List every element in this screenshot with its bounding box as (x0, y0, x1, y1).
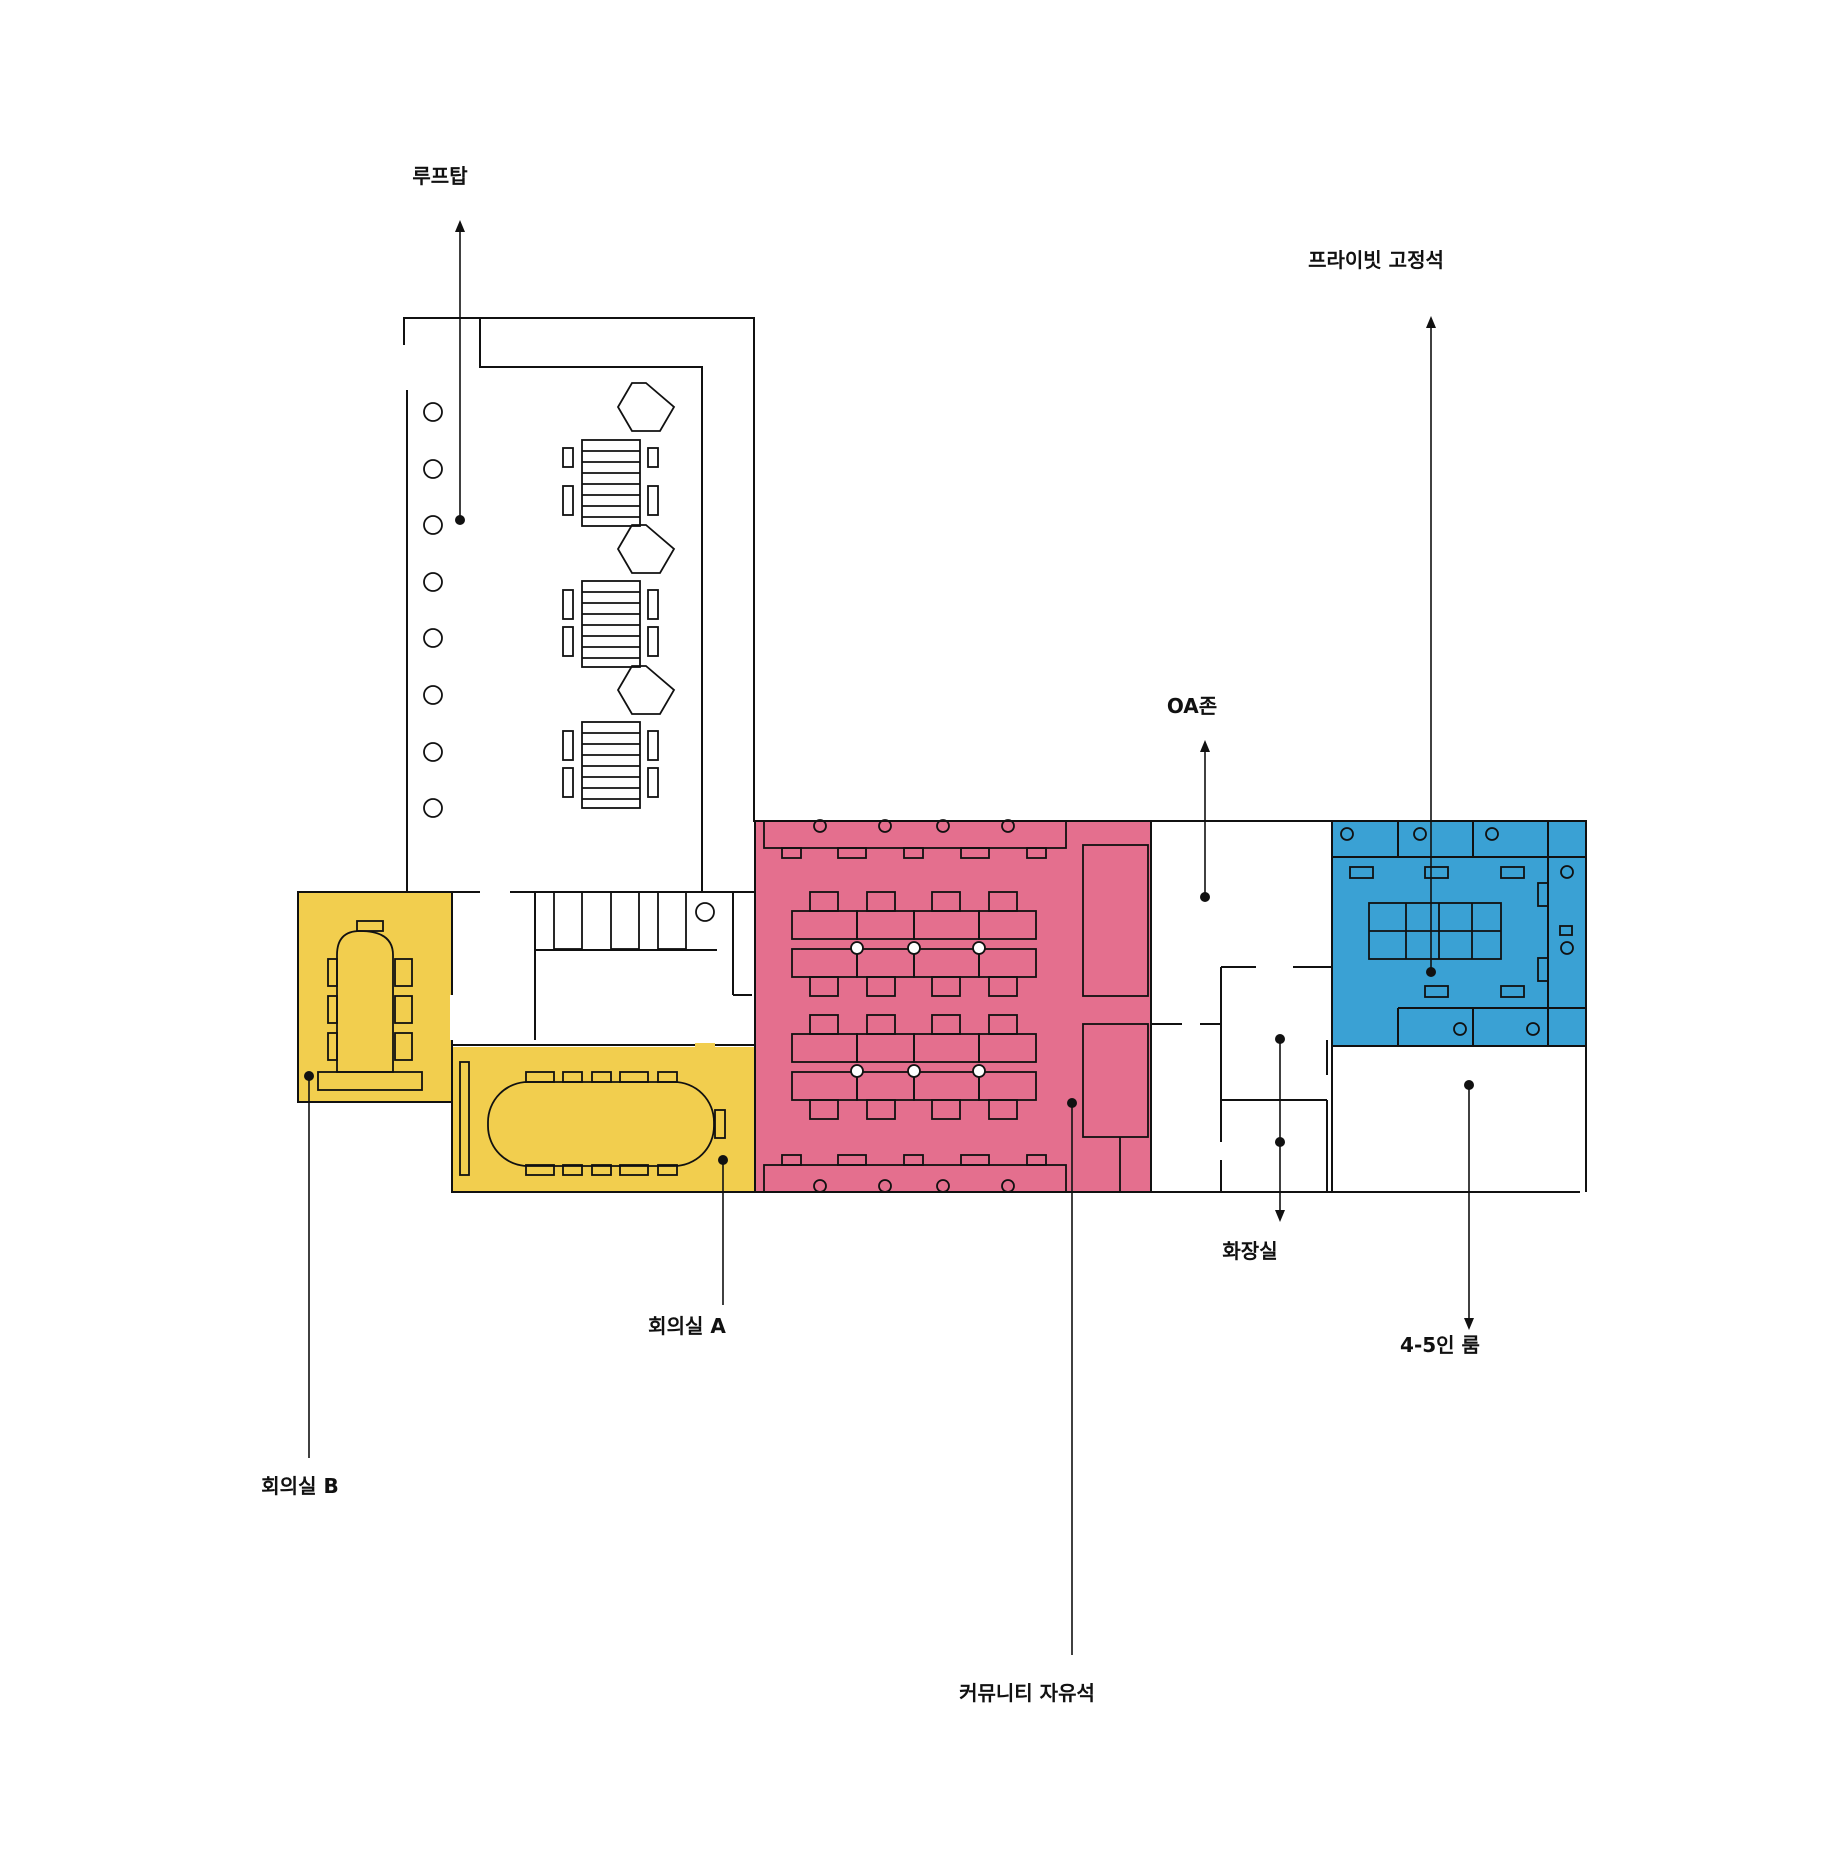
oa-restroom-walls (1151, 966, 1332, 1192)
room-4-5-label: 4-5인 룸 (1400, 1333, 1480, 1357)
community-desk-cluster-bottom (791, 1014, 1037, 1120)
oa-zone-label: OA존 (1167, 694, 1217, 718)
community-free-area[interactable] (755, 821, 1151, 1193)
meeting-room-a (451, 1043, 756, 1193)
private-fixed-label: 프라이빗 고정석 (1308, 248, 1444, 272)
leader-lines (304, 220, 1474, 1655)
community-free-label: 커뮤니티 자유석 (959, 1681, 1095, 1705)
meeting-a-area[interactable] (452, 1047, 755, 1193)
rooftop-hexagon-tables-b (616, 524, 676, 715)
community-side-benches (1082, 844, 1149, 1192)
rooftop-round-seats (423, 402, 443, 818)
meeting-b-label: 회의실 B (261, 1474, 338, 1498)
community-bottom-counter (763, 1154, 1067, 1193)
community-desk-cluster-top (791, 891, 1037, 997)
rooftop-bench-tables (562, 439, 659, 809)
meeting-b-area[interactable] (298, 892, 452, 1102)
rooftop-label: 루프탑 (412, 164, 468, 188)
meeting-a-label: 회의실 A (648, 1314, 726, 1338)
room-4-5-walls (1331, 1046, 1587, 1192)
community-top-counter (763, 819, 1067, 859)
private-fixed-room (1331, 820, 1587, 1047)
restroom-label: 화장실 (1222, 1239, 1277, 1263)
meeting-room-b (297, 891, 454, 1103)
rooftop-hexagon-tables (616, 382, 676, 432)
hallway-walls (452, 891, 754, 1040)
rooftop-walls (403, 317, 755, 892)
